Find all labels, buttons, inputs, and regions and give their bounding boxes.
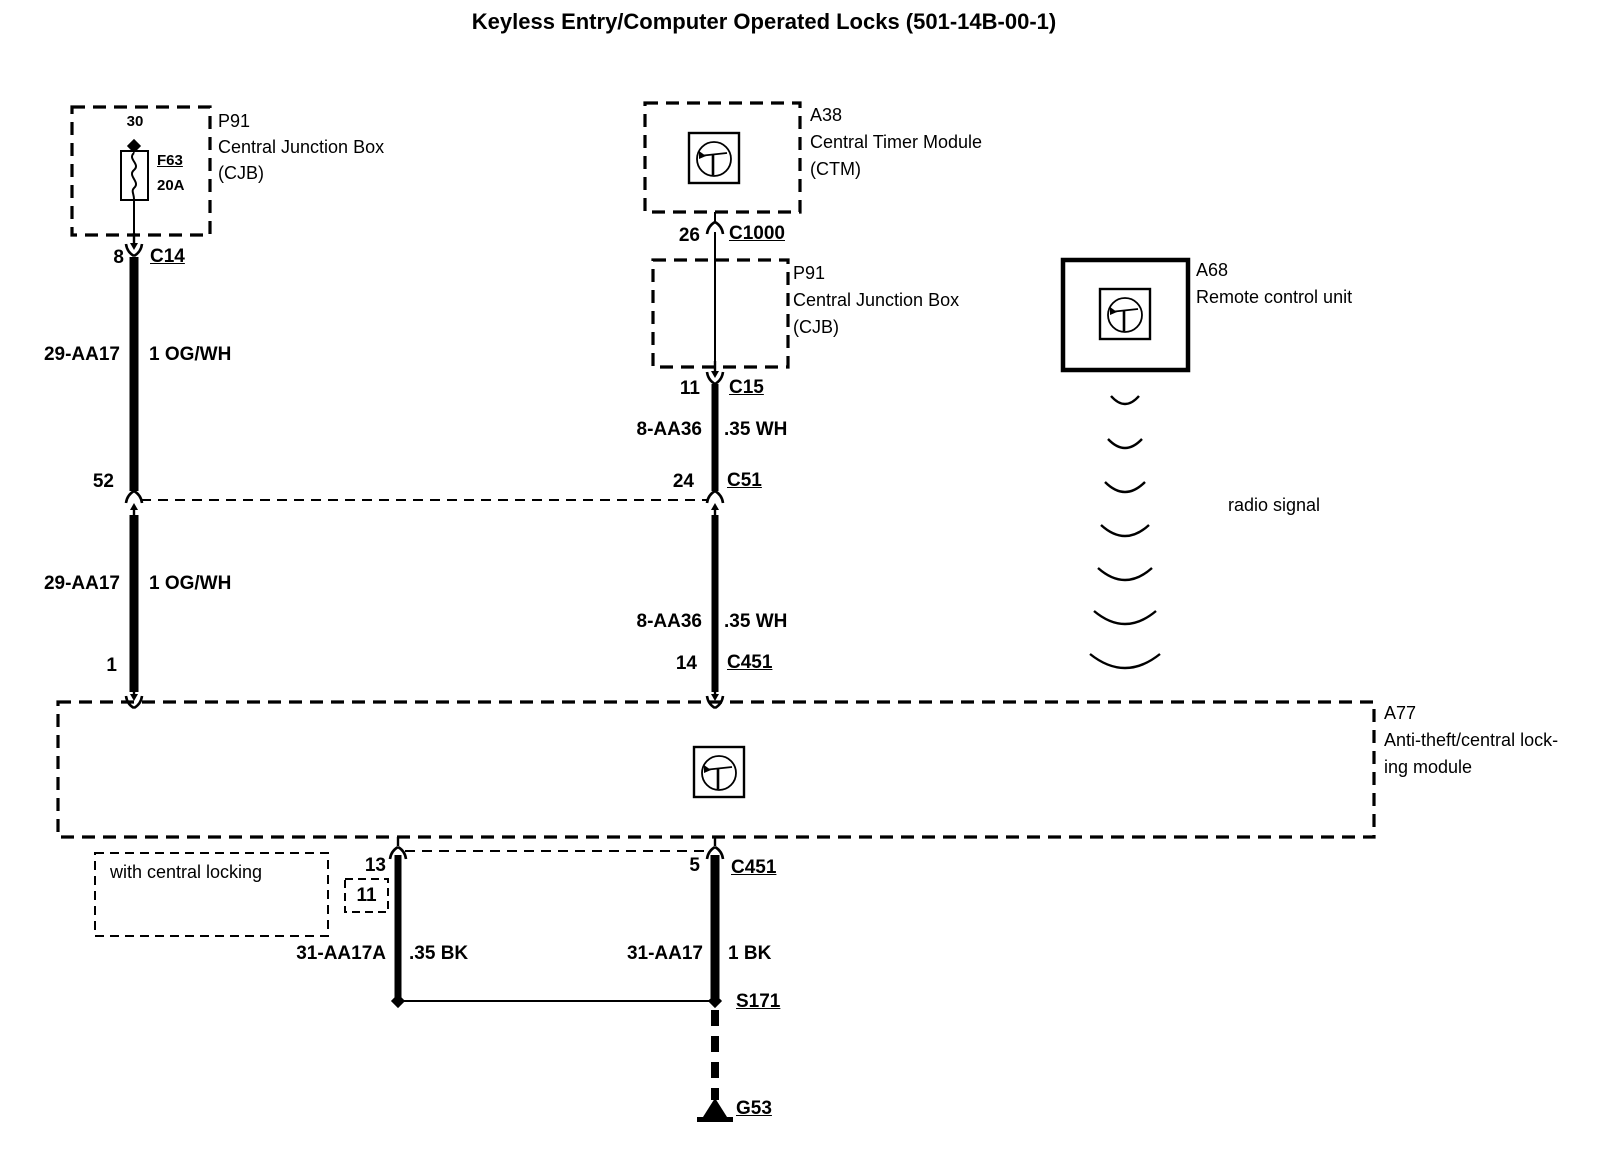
- wire-bottom-left-gauge: .35 BK: [409, 943, 469, 964]
- wire-bottom-left-id: 31-AA17A: [296, 943, 386, 964]
- cjb-top-abbr: (CJB): [218, 163, 264, 183]
- antitheft-module-icon: [692, 745, 746, 799]
- pin-1-label: 1: [106, 655, 117, 676]
- ground-symbol: [697, 1098, 733, 1122]
- pin-24-label: 24: [672, 471, 694, 492]
- ctm-abbr: (CTM): [810, 159, 861, 179]
- fuse-pin-label: 30: [126, 113, 144, 130]
- fuse-f63-element: [131, 152, 137, 200]
- diagram-title: Keyless Entry/Computer Operated Locks (5…: [471, 9, 1057, 34]
- radio-wave-arc: [1097, 567, 1153, 582]
- radio-wave-arc: [1093, 610, 1157, 626]
- c51-right-female: [705, 489, 725, 505]
- wire-left1-id: 29-AA17: [43, 344, 120, 365]
- cjb-mid-name: Central Junction Box: [793, 290, 960, 310]
- remote-id: A68: [1196, 260, 1229, 280]
- remote-name: Remote control unit: [1196, 287, 1353, 307]
- pin-13-label: 13: [364, 855, 386, 876]
- wire-mid1-id: 8-AA36: [636, 419, 702, 440]
- remote-module-icon: [1098, 287, 1152, 341]
- antitheft-id: A77: [1384, 703, 1417, 723]
- cjb-top-id: P91: [218, 111, 251, 131]
- wire-bottom-right-gauge: 1 BK: [728, 943, 772, 964]
- ctm-module-icon: [687, 131, 741, 185]
- pin-52-label: 52: [92, 471, 114, 492]
- radio-wave-arc: [1100, 524, 1150, 538]
- splice-dot-left: [390, 993, 406, 1009]
- option-central-locking-label: with central locking: [110, 862, 263, 882]
- fuse-id-label: F63: [157, 152, 183, 169]
- ground-g53-label: G53: [736, 1098, 772, 1119]
- c51-left-female: [124, 489, 144, 505]
- radio-signal-waves: [1089, 395, 1161, 670]
- antitheft-name-line2: ing module: [1384, 757, 1473, 777]
- pin-11-label: 11: [679, 378, 700, 399]
- cjb-mid-box: [651, 258, 790, 369]
- connector-c14-label: C14: [150, 246, 185, 267]
- splice-s171-label: S171: [736, 991, 781, 1012]
- wire-mid1-gauge: .35 WH: [724, 419, 788, 440]
- pin-14-label: 14: [675, 653, 697, 674]
- option-11-box: [344, 878, 389, 913]
- wire-mid2-id: 8-AA36: [636, 611, 702, 632]
- connector-c51-label: C51: [727, 470, 762, 491]
- antitheft-name-line1: Anti-theft/central lock-: [1384, 730, 1559, 750]
- ctm-name: Central Timer Module: [810, 132, 983, 152]
- radio-wave-arc: [1089, 653, 1161, 670]
- pin-5-label: 5: [689, 855, 700, 876]
- radio-wave-arc: [1104, 481, 1146, 494]
- connector-c451-bottom-label: C451: [731, 857, 777, 878]
- option-central-locking-box: [94, 852, 329, 937]
- c15-male-pin: [709, 359, 721, 380]
- wire-left2-gauge: 1 OG/WH: [149, 573, 232, 594]
- wire-left2-id: 29-AA17: [43, 573, 120, 594]
- radio-wave-arc: [1110, 395, 1140, 406]
- ctm-id: A38: [810, 105, 843, 125]
- cjb-mid-id: P91: [793, 263, 826, 283]
- pin-8-label: 8: [113, 247, 124, 268]
- wire-left1-gauge: 1 OG/WH: [149, 344, 232, 365]
- wire-bottom-right-id: 31-AA17: [626, 943, 703, 964]
- connector-c1000-label: C1000: [729, 223, 785, 244]
- radio-signal-label: radio signal: [1228, 495, 1321, 515]
- cjb-top-box: [70, 105, 212, 237]
- ctm-box: [643, 101, 802, 214]
- option-11-label: 11: [356, 885, 377, 906]
- wire-mid2-gauge: .35 WH: [724, 611, 788, 632]
- fuse-f63-body: [120, 150, 149, 201]
- radio-wave-arc: [1107, 438, 1143, 450]
- connector-c451-top-label: C451: [727, 652, 773, 673]
- remote-unit-box: [1060, 257, 1191, 373]
- cjb-mid-abbr: (CJB): [793, 317, 839, 337]
- connector-c15-label: C15: [729, 377, 764, 398]
- cjb-top-name: Central Junction Box: [218, 137, 385, 157]
- pin-26-label: 26: [678, 225, 700, 246]
- splice-dot-s171: [707, 993, 723, 1009]
- fuse-rating-label: 20A: [157, 177, 185, 194]
